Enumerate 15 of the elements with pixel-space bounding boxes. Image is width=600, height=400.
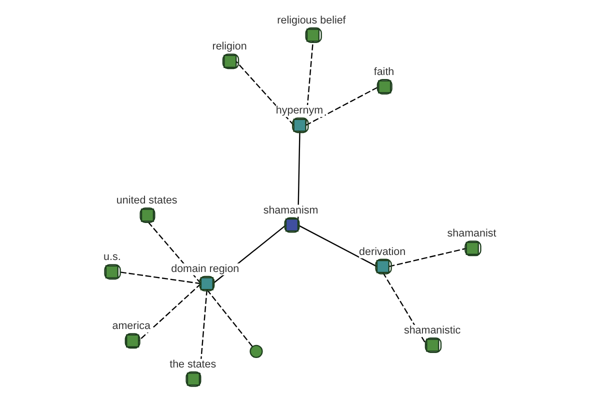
node-label: united states bbox=[116, 194, 177, 207]
connector bbox=[304, 86, 378, 126]
node-label: religious belief bbox=[276, 14, 346, 26]
connector bbox=[388, 248, 466, 268]
connector bbox=[297, 224, 377, 268]
node-text: america bbox=[112, 320, 150, 332]
connector bbox=[206, 289, 252, 347]
connector bbox=[146, 220, 201, 284]
node-label: shamanist bbox=[446, 228, 496, 240]
node-circle bbox=[249, 344, 262, 358]
connector bbox=[235, 60, 294, 126]
node-text: derivation bbox=[358, 246, 406, 258]
node-label: faith bbox=[373, 66, 394, 78]
node-label: u.s. bbox=[103, 251, 120, 264]
node-label: religion bbox=[212, 40, 246, 53]
